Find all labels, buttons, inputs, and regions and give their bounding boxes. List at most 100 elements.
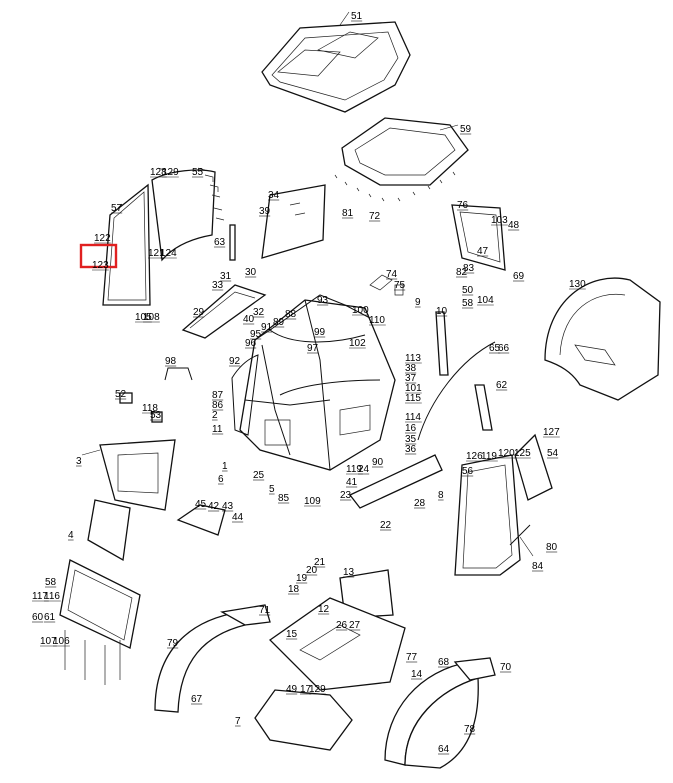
callout-l117: 117 xyxy=(32,591,48,602)
part-bolts xyxy=(334,171,456,202)
callout-l23: 23 xyxy=(340,490,352,501)
part-plate-4 xyxy=(87,499,131,562)
callout-l79: 79 xyxy=(167,638,179,649)
callout-l128: 128 xyxy=(150,167,167,178)
callout-l99: 99 xyxy=(314,327,326,338)
callout-l30: 30 xyxy=(245,267,257,278)
callout-l66: 66 xyxy=(498,343,510,354)
callout-l49: 49 xyxy=(286,684,298,695)
callout-l15: 15 xyxy=(286,629,298,640)
callout-l62: 62 xyxy=(496,380,508,391)
callout-l10: 10 xyxy=(436,306,448,317)
callout-l114: 114 xyxy=(405,412,421,423)
callout-l58b: 58 xyxy=(462,298,474,309)
callout-l82: 82 xyxy=(456,267,468,278)
callout-l96: 96 xyxy=(245,338,257,349)
callout-l44: 44 xyxy=(232,512,244,523)
part-handle-98 xyxy=(164,367,193,381)
callout-l105: 105 xyxy=(135,312,152,323)
callout-l43: 43 xyxy=(222,501,234,512)
callout-l110: 110 xyxy=(369,315,385,326)
part-long-bracket xyxy=(348,454,443,509)
part-seal-65 xyxy=(417,341,496,441)
callout-l51: 51 xyxy=(351,11,363,22)
part-strip-62 xyxy=(474,384,493,431)
callout-l119b: 119 xyxy=(346,464,362,475)
callout-l64: 64 xyxy=(438,744,450,755)
callout-l32: 32 xyxy=(253,307,265,318)
callout-l95: 95 xyxy=(250,329,262,340)
callout-l104: 104 xyxy=(477,295,494,306)
callout-l109: 109 xyxy=(304,496,321,507)
callout-l47: 47 xyxy=(477,246,489,257)
highlight-box xyxy=(79,243,118,269)
callout-l37: 37 xyxy=(405,373,417,384)
callout-l45: 45 xyxy=(195,499,207,510)
callout-l3: 3 xyxy=(76,456,82,467)
callout-l42: 42 xyxy=(208,501,220,512)
callout-l102: 102 xyxy=(349,338,366,349)
part-hinges-55 xyxy=(197,167,225,221)
callout-l68: 68 xyxy=(438,657,450,668)
part-front-frame xyxy=(59,559,141,685)
callout-l86: 86 xyxy=(212,400,224,411)
part-latches xyxy=(119,392,163,423)
callout-l60: 60 xyxy=(32,612,44,623)
callout-l31: 31 xyxy=(220,271,232,282)
callout-l1: 1 xyxy=(222,461,228,472)
part-strip-63 xyxy=(229,224,236,261)
callout-l77: 77 xyxy=(406,652,418,663)
callout-l5: 5 xyxy=(269,484,275,495)
callout-l55: 55 xyxy=(192,167,204,178)
callout-l59: 59 xyxy=(460,124,472,135)
callout-l21: 21 xyxy=(314,557,326,568)
callout-l106: 106 xyxy=(53,636,70,647)
callout-l52: 52 xyxy=(115,389,127,400)
callout-l63: 63 xyxy=(214,237,226,248)
callout-l14: 14 xyxy=(411,669,423,680)
callout-l72: 72 xyxy=(369,211,381,222)
callout-l27: 27 xyxy=(349,620,361,631)
callout-l40: 40 xyxy=(243,314,255,325)
callout-l97: 97 xyxy=(307,343,319,354)
callout-l26: 26 xyxy=(336,620,348,631)
callout-l85: 85 xyxy=(278,493,290,504)
part-right-fender xyxy=(384,657,496,769)
part-cover-44 xyxy=(176,504,226,536)
callout-l16: 16 xyxy=(405,423,417,434)
part-right-fender-cover xyxy=(544,277,661,401)
callout-l12: 12 xyxy=(318,604,330,615)
part-rear-window xyxy=(451,204,506,271)
callout-l9: 9 xyxy=(415,297,421,308)
part-strut xyxy=(509,524,534,557)
callout-l58: 58 xyxy=(45,577,57,588)
callout-l20: 20 xyxy=(306,565,318,576)
callout-l130: 130 xyxy=(569,279,586,290)
callout-l103b: 108 xyxy=(143,312,160,323)
callout-l25: 25 xyxy=(253,470,265,481)
part-rear-curved-glass xyxy=(151,167,216,262)
callout-l124: 124 xyxy=(160,248,177,259)
part-rear-panel-3 xyxy=(81,439,176,511)
part-left-fender xyxy=(154,604,271,713)
callout-l36: 36 xyxy=(405,444,417,455)
callout-l90: 90 xyxy=(372,457,384,468)
callout-l120: 120 xyxy=(498,448,515,459)
callout-l80: 80 xyxy=(546,542,558,553)
callout-l8: 8 xyxy=(438,490,444,501)
callout-l57: 57 xyxy=(111,203,123,214)
callout-l75: 75 xyxy=(394,280,406,291)
callout-l35: 35 xyxy=(405,434,417,445)
callout-l121: 121 xyxy=(148,248,165,259)
callout-l22: 22 xyxy=(380,520,392,531)
callout-l107: 107 xyxy=(40,636,57,647)
callout-l38: 38 xyxy=(405,363,417,374)
callout-l19: 19 xyxy=(296,573,308,584)
part-side-glass-54 xyxy=(514,433,553,501)
callout-l74: 74 xyxy=(386,269,398,280)
callout-l87: 87 xyxy=(212,390,224,401)
callout-l33: 33 xyxy=(212,280,224,291)
callout-l88: 88 xyxy=(285,309,297,320)
